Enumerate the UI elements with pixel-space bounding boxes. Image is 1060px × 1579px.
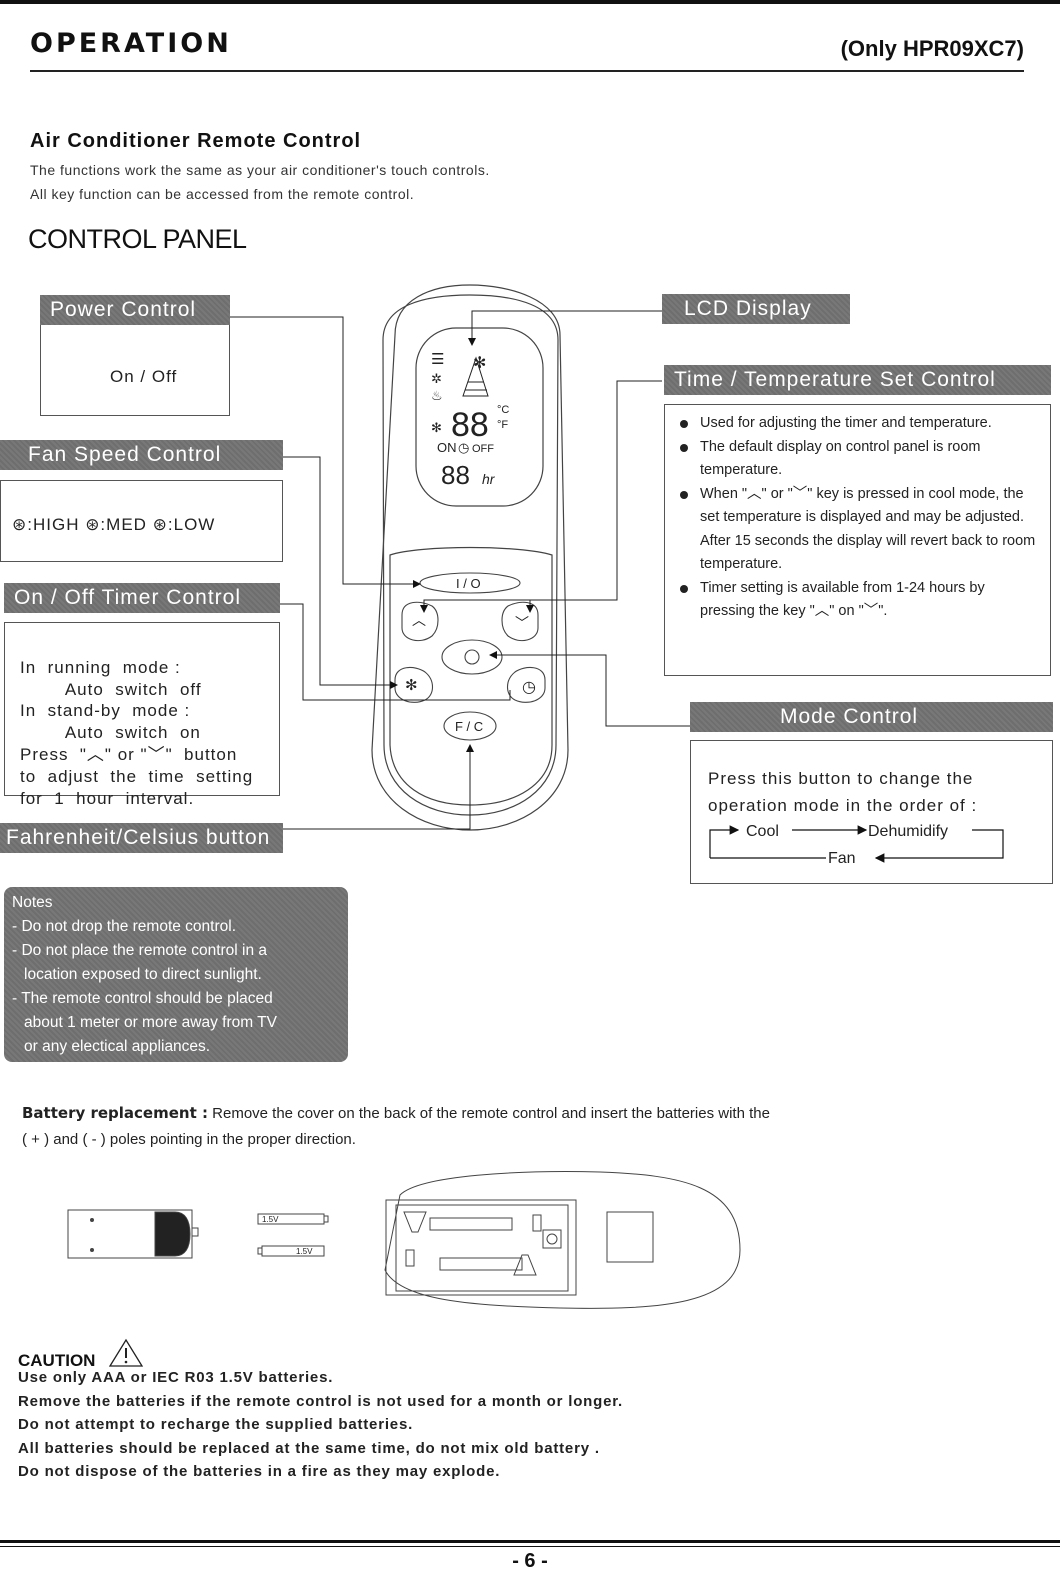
remote-body (371, 284, 569, 831)
fan-speed-tag: Fan Speed Control (0, 440, 283, 470)
cover-piece (606, 1211, 654, 1263)
mode-tag: Mode Control (690, 702, 1053, 732)
notes-line: location exposed to direct sunlight. (24, 966, 262, 983)
notes-line: or any electical appliances. (24, 1038, 211, 1055)
down-icon: ﹀ (515, 615, 529, 631)
timetemp-box (664, 404, 1051, 676)
notes-line: Notes (12, 894, 53, 911)
remote-back-outline (384, 1171, 741, 1309)
notes-line: - Do not place the remote control in a (12, 942, 268, 959)
dry-icon: ♨ (431, 388, 443, 403)
clock-button-icon: ◷ (522, 679, 536, 696)
timer-button-shape (506, 666, 546, 703)
lcd-off: OFF (472, 443, 494, 455)
up-button-shape (401, 601, 439, 642)
timetemp-tag: Time / Temperature Set Control (664, 365, 1051, 395)
intro-line-1: The functions work the same as your air … (30, 162, 490, 178)
fan-button-shape (394, 666, 434, 703)
header-rule (30, 70, 1024, 72)
fan-speed-text: ⊛:HIGH ⊛:MED ⊛:LOW (12, 515, 216, 534)
battery-label: Battery replacement : (22, 1104, 208, 1122)
bullet-item: Used for adjusting the timer and tempera… (678, 412, 1038, 436)
battery-line1: Remove the cover on the back of the remo… (207, 1105, 770, 1122)
caution-line: Use only AAA or IEC R03 1.5V batteries. (18, 1369, 334, 1386)
remote-buttons (394, 572, 546, 741)
section-title: Air Conditioner Remote Control (30, 130, 362, 152)
mode-box (690, 740, 1053, 884)
timer-digits: 88 (441, 460, 470, 490)
down-button-shape (501, 601, 539, 642)
footer-rule (0, 1540, 1060, 1543)
power-control-text: On / Off (110, 367, 178, 386)
footer-rule-thin (0, 1546, 1060, 1547)
lcd-hr: hr (482, 471, 496, 487)
signal-icon: ☰ (431, 351, 444, 368)
mode-text: Press this button to change the operatio… (708, 769, 978, 815)
mode-dehumidify: Dehumidify (868, 823, 948, 840)
model-label: (Only HPR09XC7) (840, 36, 1024, 61)
bullet-item: The default display on control panel is … (678, 436, 1038, 483)
mode-cycle-diagram: Cool Dehumidify Fan (709, 823, 1004, 867)
mode-button-shape (441, 639, 503, 675)
cool-icon: ✲ (431, 371, 442, 386)
control-panel-title: CONTROL PANEL (28, 224, 247, 254)
timer-tag: On / Off Timer Control (4, 583, 280, 613)
caution-line: Remove the batteries if the remote contr… (18, 1392, 624, 1410)
lcd-on: ON (437, 440, 457, 455)
notes-line: - Do not drop the remote control. (12, 918, 237, 935)
notes-box: Notes - Do not drop the remote control. … (4, 887, 348, 1062)
top-rule (0, 0, 1060, 4)
temp-digits: 88 (451, 406, 489, 444)
battery-instructions: Battery replacement : Remove the cover o… (22, 1100, 1032, 1153)
lcd-contents: ☰ ✻ ✲ ♨ ✻ 88 °C °F ON ◷ OFF 88 hr (431, 351, 509, 490)
io-button-label: I / O (456, 576, 481, 591)
warning-triangle-icon (109, 1338, 144, 1367)
fc-button-label: F / C (455, 719, 483, 734)
page-number: - 6 - (512, 1550, 548, 1572)
timetemp-bullets: Used for adjusting the timer and tempera… (678, 412, 1038, 624)
connector-lines (230, 310, 690, 830)
fc-tag: Fahrenheit/Celsius button (0, 823, 283, 853)
battery-label-bottom: 1.5V (296, 1247, 313, 1256)
deg-f: °F (497, 419, 508, 431)
up-icon: ︿ (412, 612, 426, 628)
bullet-item: When "︿" or "﹀" key is pressed in cool m… (678, 483, 1038, 577)
fan-speed-box (0, 480, 283, 562)
mode-fan: Fan (828, 850, 856, 867)
battery-2 (261, 1245, 325, 1257)
clock-icon: ◷ (458, 440, 469, 455)
remote-diagram: ☰ ✻ ✲ ♨ ✻ 88 °C °F ON ◷ OFF 88 hr I / O … (230, 284, 690, 831)
battery-line2: ( + ) and ( - ) poles pointing in the pr… (22, 1131, 356, 1148)
caution-line: All batteries should be replaced at the … (18, 1439, 600, 1457)
notes-line: about 1 meter or more away from TV (24, 1014, 277, 1031)
fc-button-shape (443, 711, 497, 741)
timer-box (4, 622, 280, 796)
caution-title: CAUTION (18, 1338, 144, 1371)
lcd-display-tag: LCD Display (662, 294, 850, 324)
battery-label-top: 1.5V (262, 1215, 279, 1224)
caution-list: Use only AAA or IEC R03 1.5V batteries. … (18, 1366, 623, 1484)
battery-compartment (385, 1199, 577, 1296)
deg-c: °C (497, 404, 509, 416)
power-control-tag: Power Control (40, 295, 230, 325)
fan-button-icon: ✻ (405, 677, 418, 694)
bullet-item: Timer setting is available from 1-24 hou… (678, 577, 1038, 624)
battery-illustration: 1.5V 1.5V (67, 1171, 741, 1309)
page-title: OPERATION (30, 28, 232, 59)
caution-line: Do not dispose of the batteries in a fir… (18, 1463, 501, 1480)
caution-line: Do not attempt to recharge the supplied … (18, 1416, 414, 1433)
notes-line: - The remote control should be placed (12, 990, 273, 1007)
mode-cool: Cool (746, 823, 779, 840)
fan-small-icon: ✻ (431, 420, 442, 435)
intro-line-2: All key function can be accessed from th… (30, 186, 415, 202)
